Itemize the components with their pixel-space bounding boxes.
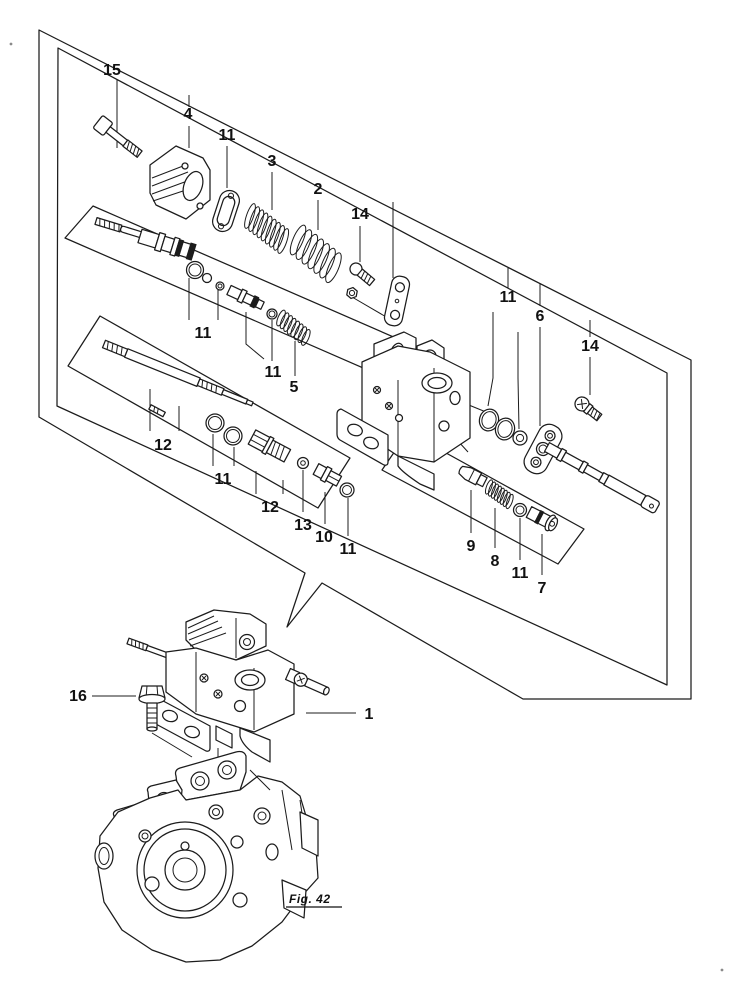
callout-labels: 15 4 11 3 2 14 11 6 14 11 11 5 12 11 12 …: [69, 62, 599, 723]
part-sleeve-12: [248, 429, 292, 464]
part-spool-shaft-12: [102, 340, 254, 408]
part-spring-5: [271, 308, 315, 348]
callout-11g[interactable]: 11: [340, 541, 357, 558]
part-pin-12: [149, 405, 165, 417]
leader-11b: [488, 268, 519, 429]
part-plug-10: [312, 462, 342, 487]
part-pilot-spool-group: [95, 218, 315, 348]
callout-6[interactable]: 6: [536, 308, 545, 325]
callout-5[interactable]: 5: [290, 379, 299, 396]
leader-14a: [352, 202, 393, 318]
inner-border: [57, 48, 667, 685]
callout-12a[interactable]: 12: [154, 437, 172, 454]
part-side-knob: [285, 668, 331, 698]
part-oring-11h: [514, 504, 527, 517]
fig-ref-label[interactable]: Fig. 42: [289, 892, 331, 906]
callout-9[interactable]: 9: [467, 538, 476, 555]
callout-7[interactable]: 7: [538, 580, 547, 597]
callout-11b[interactable]: 11: [500, 289, 517, 306]
part-link-plate: [383, 275, 411, 328]
part-spring-2: [281, 221, 351, 286]
callout-16[interactable]: 16: [69, 688, 87, 705]
part-screw-14b: [572, 394, 603, 423]
part-screw-14a: [345, 261, 376, 301]
callout-13[interactable]: 13: [294, 517, 312, 534]
leader-lines: [92, 80, 590, 898]
assembled-valve-1: [127, 610, 331, 762]
part-control-shaft: [544, 441, 661, 513]
leader-11d: [246, 312, 272, 361]
leader-12b: [256, 471, 283, 494]
leader-11c: [189, 278, 218, 320]
leader-16: [92, 696, 192, 757]
callout-10[interactable]: 10: [315, 529, 333, 546]
part-spring-8: [481, 478, 518, 511]
part-poppet: [226, 284, 265, 311]
leader-11e: [213, 434, 234, 466]
part-washer-11c: [203, 274, 212, 283]
part-oring-11c-small: [216, 282, 224, 290]
callout-11d[interactable]: 11: [265, 364, 282, 381]
part-plunger-9: [457, 464, 488, 488]
part-ball-13: [298, 458, 309, 469]
callout-14a[interactable]: 14: [351, 206, 369, 223]
fig-ref[interactable]: Fig. 42: [286, 892, 342, 907]
callout-12b[interactable]: 12: [261, 499, 279, 516]
part-relief-valve-group: [457, 464, 560, 534]
callout-14b[interactable]: 14: [581, 338, 599, 355]
callout-4[interactable]: 4: [184, 106, 193, 123]
part-seal-ring-11b: [513, 431, 527, 445]
callout-11c[interactable]: 11: [195, 325, 212, 342]
part-bolt-16: [139, 686, 165, 731]
pump-body-fig42: [95, 752, 318, 963]
page-speck-top-left: [9, 42, 13, 46]
callout-8[interactable]: 8: [491, 553, 500, 570]
subpanel-lower-spool: [68, 316, 350, 508]
part-gasket-11: [210, 188, 242, 234]
part-cover-block-4: [150, 146, 210, 219]
part-main-spool-group: [102, 340, 354, 497]
callout-2[interactable]: 2: [314, 181, 323, 198]
part-valve-body: [337, 332, 470, 490]
part-oring-flange-group: [477, 394, 660, 514]
part-plug-7: [525, 504, 560, 533]
page-speck-bottom-right: [720, 968, 724, 972]
part-bolt-15: [93, 115, 145, 160]
part-spring-3: [236, 201, 297, 256]
callout-11h[interactable]: 11: [512, 565, 529, 582]
callout-1[interactable]: 1: [365, 706, 374, 723]
outer-border: [39, 30, 691, 699]
callout-3[interactable]: 3: [268, 153, 277, 170]
subpanel-relief-valve: [382, 432, 584, 564]
callout-11e[interactable]: 11: [215, 471, 232, 488]
callout-11a[interactable]: 11: [219, 127, 236, 144]
callout-15[interactable]: 15: [103, 62, 121, 79]
